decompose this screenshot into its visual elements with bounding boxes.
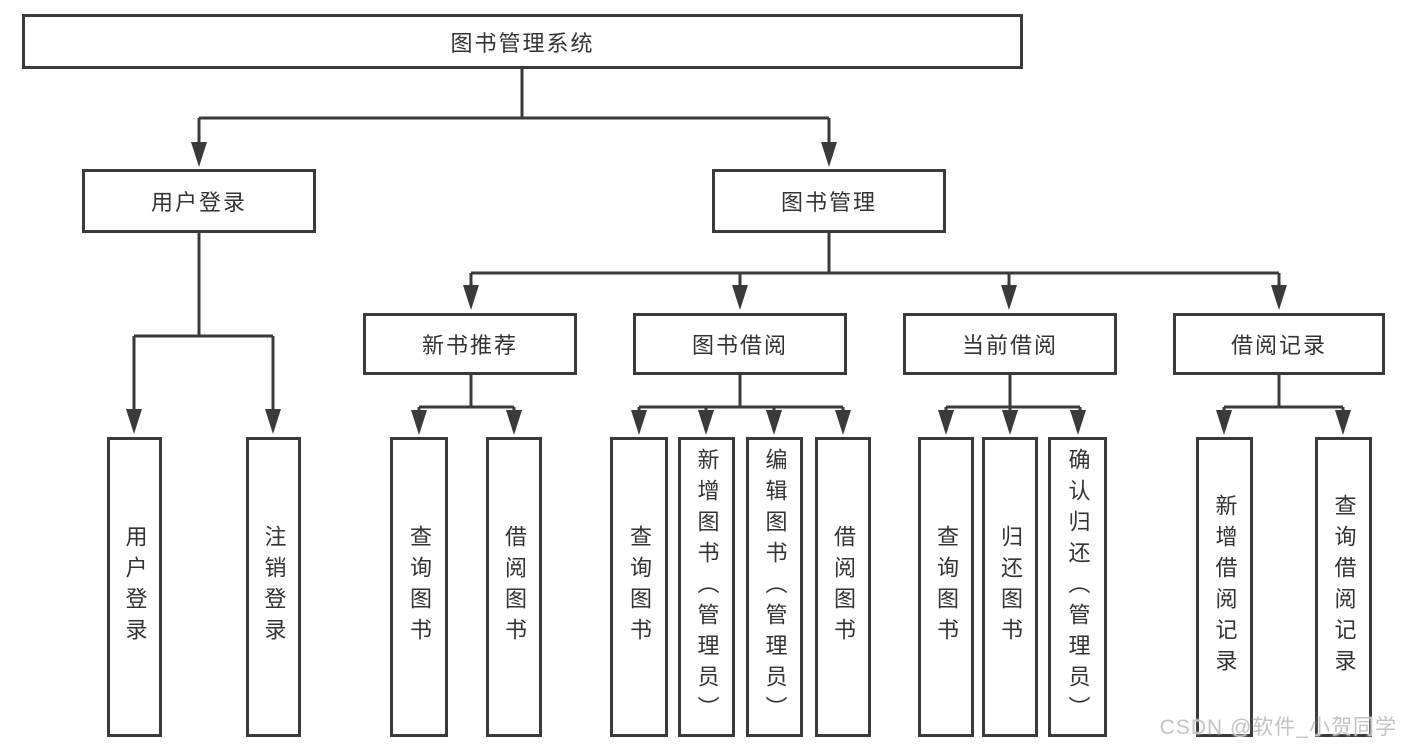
node-root: 图书管理系统 xyxy=(22,14,1023,69)
leaf-confirm-return: 确认归还（管理员） xyxy=(1048,437,1107,737)
leaf-query-book-borrow-label: 查询图书 xyxy=(627,525,652,649)
node-book-management: 图书管理 xyxy=(712,169,946,233)
node-user-login-label: 用户登录 xyxy=(150,190,247,215)
node-book-management-label: 图书管理 xyxy=(780,190,877,215)
leaf-return-book: 归还图书 xyxy=(982,437,1038,737)
leaf-logout-label: 注销登录 xyxy=(261,525,287,649)
leaf-query-borrow-record-label: 查询借阅记录 xyxy=(1331,494,1357,680)
leaf-return-book-label: 归还图书 xyxy=(998,525,1023,649)
leaf-borrow-book-recommend: 借阅图书 xyxy=(486,437,542,737)
node-borrow-record: 借阅记录 xyxy=(1173,313,1385,375)
node-book-borrow: 图书借阅 xyxy=(633,313,847,375)
leaf-user-login-label: 用户登录 xyxy=(122,525,148,649)
leaf-query-book-current-label: 查询图书 xyxy=(934,525,959,649)
leaf-add-book-label: 新增图书（管理员） xyxy=(694,447,720,727)
node-user-login: 用户登录 xyxy=(82,169,316,233)
node-current-borrow: 当前借阅 xyxy=(903,313,1117,375)
leaf-query-borrow-record: 查询借阅记录 xyxy=(1315,437,1372,737)
leaf-add-book: 新增图书（管理员） xyxy=(678,437,735,737)
node-current-borrow-label: 当前借阅 xyxy=(961,333,1058,358)
node-root-label: 图书管理系统 xyxy=(450,30,595,56)
node-new-book-recommend-label: 新书推荐 xyxy=(421,333,518,358)
node-new-book-recommend: 新书推荐 xyxy=(363,313,577,375)
leaf-borrow-book-recommend-label: 借阅图书 xyxy=(502,525,527,649)
leaf-query-book-borrow: 查询图书 xyxy=(610,437,668,737)
leaf-borrow-book-borrow-label: 借阅图书 xyxy=(831,525,856,649)
leaf-confirm-return-label: 确认归还（管理员） xyxy=(1065,447,1091,727)
leaf-edit-book-label: 编辑图书（管理员） xyxy=(762,447,788,727)
leaf-add-borrow-record: 新增借阅记录 xyxy=(1196,437,1253,737)
leaf-user-login: 用户登录 xyxy=(107,437,162,737)
leaf-add-borrow-record-label: 新增借阅记录 xyxy=(1212,494,1238,680)
leaf-edit-book: 编辑图书（管理员） xyxy=(746,437,803,737)
node-book-borrow-label: 图书借阅 xyxy=(691,333,788,358)
node-borrow-record-label: 借阅记录 xyxy=(1230,333,1327,358)
leaf-query-book-recommend: 查询图书 xyxy=(390,437,448,737)
leaf-query-book-recommend-label: 查询图书 xyxy=(407,525,432,649)
leaf-logout: 注销登录 xyxy=(246,437,301,737)
leaf-borrow-book-borrow: 借阅图书 xyxy=(815,437,871,737)
arrowheads xyxy=(126,142,1351,435)
leaf-query-book-current: 查询图书 xyxy=(918,437,974,737)
